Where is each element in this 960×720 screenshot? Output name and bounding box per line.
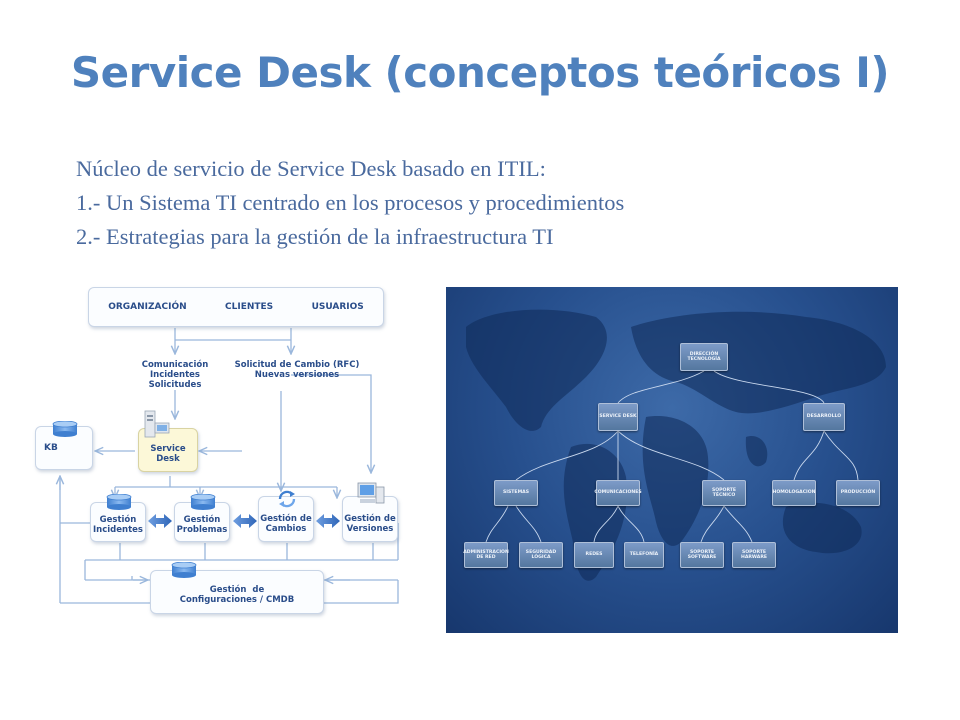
org-node-administracion-red: ADMINISTRACION DE RED: [463, 542, 509, 568]
intro-line-1: Núcleo de servicio de Service Desk basad…: [76, 156, 546, 181]
org-node-telefonia: TELEFONÍA: [624, 542, 664, 568]
org-node-soporte-tecnico: SOPORTE TÉCNICO: [702, 480, 746, 506]
org-node-service-desk: SERVICE DESK: [598, 403, 638, 431]
org-chart-world-map: DIRECCIÓN TECNOLOGÍA SERVICE DESK DESARR…: [446, 287, 898, 633]
intro-line-2: 1.- Un Sistema TI centrado en los proces…: [76, 190, 625, 215]
refresh-cycle-icon: [278, 490, 296, 508]
org-node-redes: REDES: [574, 542, 614, 568]
gestion-incidentes-label-1: Gestión: [99, 515, 137, 525]
stakeholders-bar: ORGANIZACIÓN CLIENTES USUARIOS: [88, 287, 384, 327]
gestion-problemas-node: Gestión Problemas: [174, 494, 230, 542]
server-computer-icon: [144, 410, 170, 438]
process-connectors: [30, 328, 399, 604]
org-node-soporte-software: SOPORTE SOFTWARE: [680, 542, 724, 568]
clientes-label: CLIENTES: [225, 302, 274, 312]
gestion-config-label-2: Configuraciones / CMDB: [179, 595, 295, 605]
org-root-line-2: TECNOLOGÍA: [687, 357, 721, 362]
usuarios-label: USUARIOS: [311, 302, 364, 312]
service-desk-process-diagram: ORGANIZACIÓN CLIENTES USUARIOS Comunicac…: [30, 280, 422, 635]
org-seguridad-line-2: LÓGICA: [531, 555, 551, 560]
org-soporte-hw-line-2: HARWARE: [740, 555, 768, 560]
gestion-configuraciones-node: Gestión de Configuraciones / CMDB: [150, 562, 324, 614]
gestion-cambios-label-2: Cambios: [265, 524, 307, 534]
kb-label: KB: [44, 443, 58, 453]
org-soporte-hw-line-1: SOPORTE: [741, 549, 767, 555]
database-icon: [106, 494, 132, 510]
gestion-versiones-label-2: Versiones: [346, 524, 394, 534]
slide-title: Service Desk (conceptos teóricos I): [70, 48, 890, 97]
org-node-produccion: PRODUCCIÓN: [836, 480, 880, 506]
org-seguridad-line-1: SEGURIDAD: [525, 549, 557, 555]
gestion-incidentes-label-2: Incidentes: [93, 525, 143, 535]
gestion-problemas-label-2: Problemas: [176, 525, 228, 535]
exchange-arrows: [148, 514, 340, 528]
service-desk-label-1: Service: [150, 444, 186, 454]
service-desk-label-2: Desk: [156, 454, 180, 464]
org-admin-red-line-1: ADMINISTRACION: [463, 549, 509, 555]
intro-line-3: 2.- Estrategias para la gestión de la in…: [76, 224, 554, 249]
org-node-homologacion: HOMOLOGACION: [772, 480, 816, 506]
database-icon: [171, 562, 197, 578]
organizacion-label: ORGANIZACIÓN: [108, 302, 187, 312]
org-node-comunicaciones: COMUNICACIONES: [594, 480, 642, 506]
service-desk-node: Service Desk: [138, 410, 198, 472]
org-node-soporte-harware: SOPORTE HARWARE: [732, 542, 776, 568]
org-chart-connectors: [485, 370, 859, 543]
flow-rfc-label: Solicitud de Cambio (RFC) Nuevas version…: [234, 360, 360, 380]
workstation-icon: [357, 482, 385, 504]
org-node-desarrollo: DESARROLLO: [803, 403, 845, 431]
flow-incidents-label: Comunicación Incidentes Solicitudes: [141, 360, 209, 390]
org-node-seguridad-logica: SEGURIDAD LÓGICA: [519, 542, 563, 568]
database-icon: [52, 421, 78, 437]
org-node-sistemas: SISTEMAS: [494, 480, 538, 506]
org-soporte-sw-line-2: SOFTWARE: [687, 555, 717, 560]
org-admin-red-line-2: DE RED: [476, 555, 496, 560]
world-map-background: [466, 309, 886, 581]
org-soporte-sw-line-1: SOPORTE: [689, 549, 715, 555]
org-root-line-1: DIRECCIÓN: [689, 351, 719, 357]
gestion-config-label-1: Gestión de: [209, 585, 265, 595]
gestion-problemas-label-1: Gestión: [183, 515, 221, 525]
gestion-cambios-label-1: Gestión de: [260, 514, 312, 524]
intro-text: Núcleo de servicio de Service Desk basad…: [76, 152, 896, 254]
gestion-versiones-node: Gestión de Versiones: [342, 482, 398, 542]
gestion-incidentes-node: Gestión Incidentes: [90, 494, 146, 542]
gestion-versiones-label-1: Gestión de: [344, 514, 396, 524]
org-node-direccion: DIRECCIÓN TECNOLOGÍA: [680, 343, 728, 371]
gestion-cambios-node: Gestión de Cambios: [258, 490, 314, 542]
kb-node: KB: [35, 421, 93, 470]
database-icon: [190, 494, 216, 510]
